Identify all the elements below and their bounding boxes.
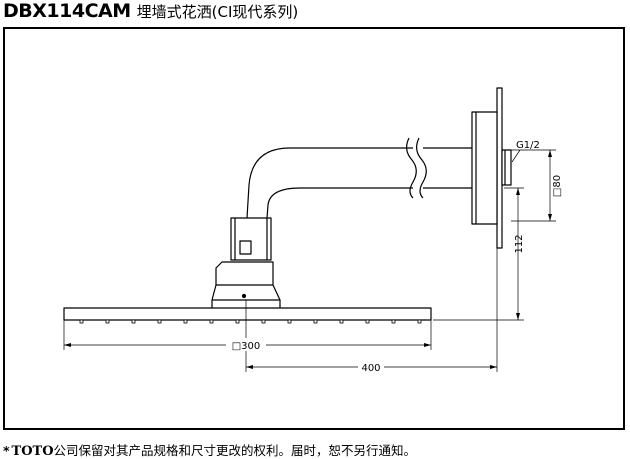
head-neck <box>211 261 281 301</box>
drawing-frame <box>3 27 625 430</box>
wall-flange <box>471 111 498 225</box>
projection-label-bg <box>358 360 384 373</box>
brand-name: TOTO <box>11 444 54 459</box>
shower-arm-bend-bottom <box>266 187 413 219</box>
product-description: 埋墙式花洒(CI现代系列) <box>136 3 299 21</box>
footnote-mark: * <box>3 443 10 458</box>
disclaimer-text: 公司保留对其产品规格和尺寸更改的权利。届时，恕不另行通知。 <box>53 443 417 458</box>
model-number: DBX114CAM <box>3 0 131 22</box>
projection-extension-lines <box>245 248 498 372</box>
head-label-bg <box>226 338 266 351</box>
wall-line <box>496 87 503 249</box>
flange-extension-lines <box>511 149 556 222</box>
ball-joint <box>239 240 252 255</box>
thread-label: G1/2 <box>516 140 540 151</box>
shower-arm-bend-top <box>246 147 413 219</box>
flange-dim-label: □80 <box>552 175 563 197</box>
collar-lines <box>234 218 268 260</box>
projection-dim-label: 400 <box>361 363 380 374</box>
shower-arm-right <box>423 147 472 189</box>
threaded-nipple <box>501 149 512 186</box>
dimension-arrows <box>64 150 552 369</box>
head-dim-label: □300 <box>232 341 261 352</box>
break-line-right <box>416 137 427 199</box>
shower-head-plate <box>63 307 432 321</box>
thread-leader <box>511 149 521 163</box>
drop-extension-lines <box>433 187 524 321</box>
footer-note: *TOTO公司保留对其产品规格和尺寸更改的权利。届时，恕不另行通知。 <box>3 440 416 459</box>
nozzle-row <box>79 319 422 324</box>
drop-dim-label: 112 <box>514 234 525 253</box>
title-row: DBX114CAM 埋墙式花洒(CI现代系列) <box>3 0 298 26</box>
head-mount <box>211 300 281 308</box>
neck-dot <box>241 293 247 299</box>
break-line-left <box>406 137 417 199</box>
